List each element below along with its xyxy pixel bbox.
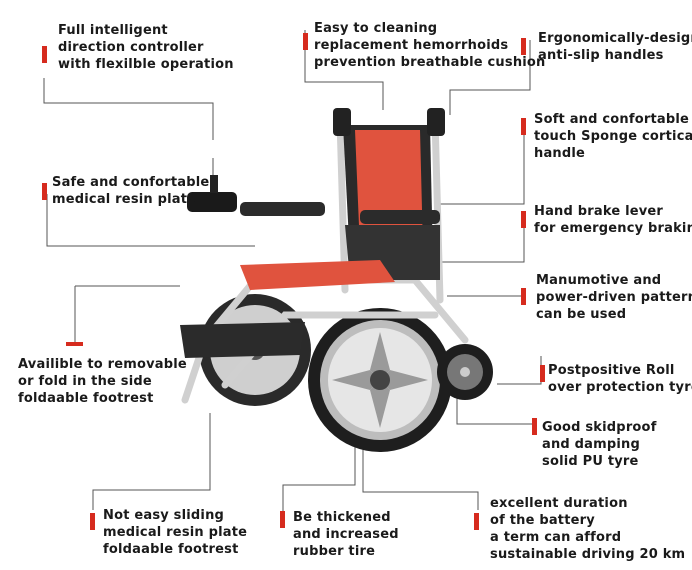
marker <box>532 418 537 435</box>
marker <box>521 118 526 135</box>
callout-rubber-tire: Be thickened and increased rubber tire <box>293 510 399 559</box>
marker <box>90 513 95 530</box>
wheelchair-image <box>180 108 493 452</box>
caster-wheel <box>437 344 493 400</box>
joystick-controller <box>187 192 237 212</box>
callout-breathable-cushion: Easy to cleaning replacement hemorrhoids… <box>314 21 546 70</box>
marker <box>42 46 47 63</box>
marker <box>474 513 479 530</box>
marker <box>521 38 526 55</box>
marker <box>540 365 545 382</box>
armrest-right <box>360 210 440 224</box>
callout-direction-controller: Full intelligent direction controller wi… <box>58 23 234 72</box>
marker <box>66 342 83 346</box>
seat-cushion <box>240 260 395 290</box>
right-handle <box>427 108 445 136</box>
marker <box>280 511 285 528</box>
marker <box>521 211 526 228</box>
callout-hand-brake: Hand brake lever for emergency braking <box>534 204 692 236</box>
callout-roll-protection: Postpositive Roll over protection tyre <box>548 363 692 395</box>
footrest <box>180 322 305 358</box>
callout-resin-plate: Safe and confortable medical resin plate <box>52 175 210 207</box>
callout-pu-tyre: Good skidproof and damping solid PU tyre <box>542 420 657 469</box>
rear-wheel <box>308 308 452 452</box>
marker <box>42 183 47 200</box>
left-handle <box>333 108 351 136</box>
armrest-left <box>240 202 325 216</box>
marker <box>521 288 526 305</box>
callout-battery: excellent duration of the battery a term… <box>490 496 686 562</box>
marker <box>303 33 308 50</box>
callout-anti-slip-handles: Ergonomically-designed anti-slip handles <box>538 31 692 63</box>
callout-power-pattern: Manumotive and power-driven pattern can … <box>536 273 692 322</box>
callout-removable-footrest: Availible to removable or fold in the si… <box>18 357 187 406</box>
callout-sliding-footrest: Not easy sliding medical resin plate fol… <box>103 508 248 557</box>
callout-sponge-handle: Soft and confortable touch Sponge cortic… <box>534 112 692 161</box>
